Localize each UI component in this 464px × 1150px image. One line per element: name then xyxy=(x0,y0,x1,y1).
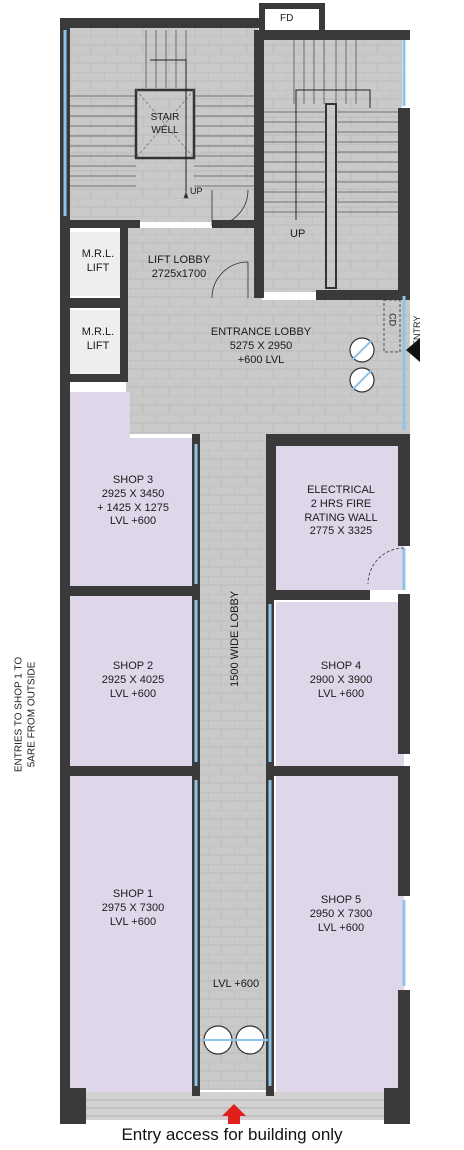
lvl-bottom-label: LVL +600 xyxy=(212,978,260,990)
floor-areas xyxy=(68,28,410,1120)
shop3-floor xyxy=(68,438,196,588)
wall xyxy=(212,220,262,228)
wall xyxy=(254,30,410,40)
wall xyxy=(398,108,410,294)
stair-well xyxy=(134,88,196,160)
wall xyxy=(316,290,410,300)
wall xyxy=(398,990,410,1090)
wall xyxy=(60,586,200,596)
entry-caption: Entry access for building only xyxy=(121,1125,343,1144)
wall xyxy=(398,594,410,754)
stair-up-left-label: UP xyxy=(190,186,203,196)
wall xyxy=(266,434,410,446)
corridor-label: 1500 WIDE LOBBY xyxy=(229,590,242,687)
glazing xyxy=(63,30,406,1086)
wall xyxy=(60,220,140,228)
fd-label: FD xyxy=(280,13,294,24)
electrical-floor xyxy=(276,444,404,590)
shop-areas xyxy=(68,232,404,1092)
stair-up-right-label: UP xyxy=(290,228,306,240)
stair-right xyxy=(264,40,398,289)
wall xyxy=(60,298,128,308)
lift2-label: M.R.L.LIFT xyxy=(81,326,115,352)
revolving-door-glass xyxy=(200,339,373,1041)
entry-arrow-icon xyxy=(222,1104,246,1124)
stair-arrow-icon xyxy=(295,89,371,220)
lift1-label: M.R.L.LIFT xyxy=(81,248,115,274)
shop3-extension xyxy=(68,392,130,442)
stair-left xyxy=(70,30,254,199)
fd-box xyxy=(259,3,325,39)
wall xyxy=(266,590,370,600)
lift2-car xyxy=(70,310,124,374)
wall xyxy=(266,766,410,776)
wall xyxy=(60,1088,86,1124)
stair-right-floor xyxy=(262,40,402,292)
wall xyxy=(254,30,264,298)
cd-box xyxy=(383,299,401,353)
stair-arrow-icon xyxy=(150,59,187,196)
wall xyxy=(60,18,260,28)
wall xyxy=(398,444,410,546)
wall xyxy=(60,18,70,1098)
wall xyxy=(398,776,410,896)
shop5-floor xyxy=(276,774,404,1092)
entry-triangle-icon xyxy=(406,338,420,362)
shop2-floor xyxy=(68,596,196,766)
lift-lobby-floor xyxy=(126,228,262,300)
door-swing-icon xyxy=(211,189,405,585)
entry-side-label: ENTRY xyxy=(412,315,422,346)
shop4-floor xyxy=(276,602,404,766)
corridor-floor xyxy=(198,434,272,1090)
wall xyxy=(60,766,200,776)
wall xyxy=(384,1088,410,1124)
cd-label: CD xyxy=(387,313,398,327)
shop1-floor xyxy=(68,774,196,1092)
entrance-lobby-floor xyxy=(126,300,410,434)
wall xyxy=(266,434,276,594)
wall xyxy=(60,374,128,382)
lift1-car xyxy=(70,232,124,296)
